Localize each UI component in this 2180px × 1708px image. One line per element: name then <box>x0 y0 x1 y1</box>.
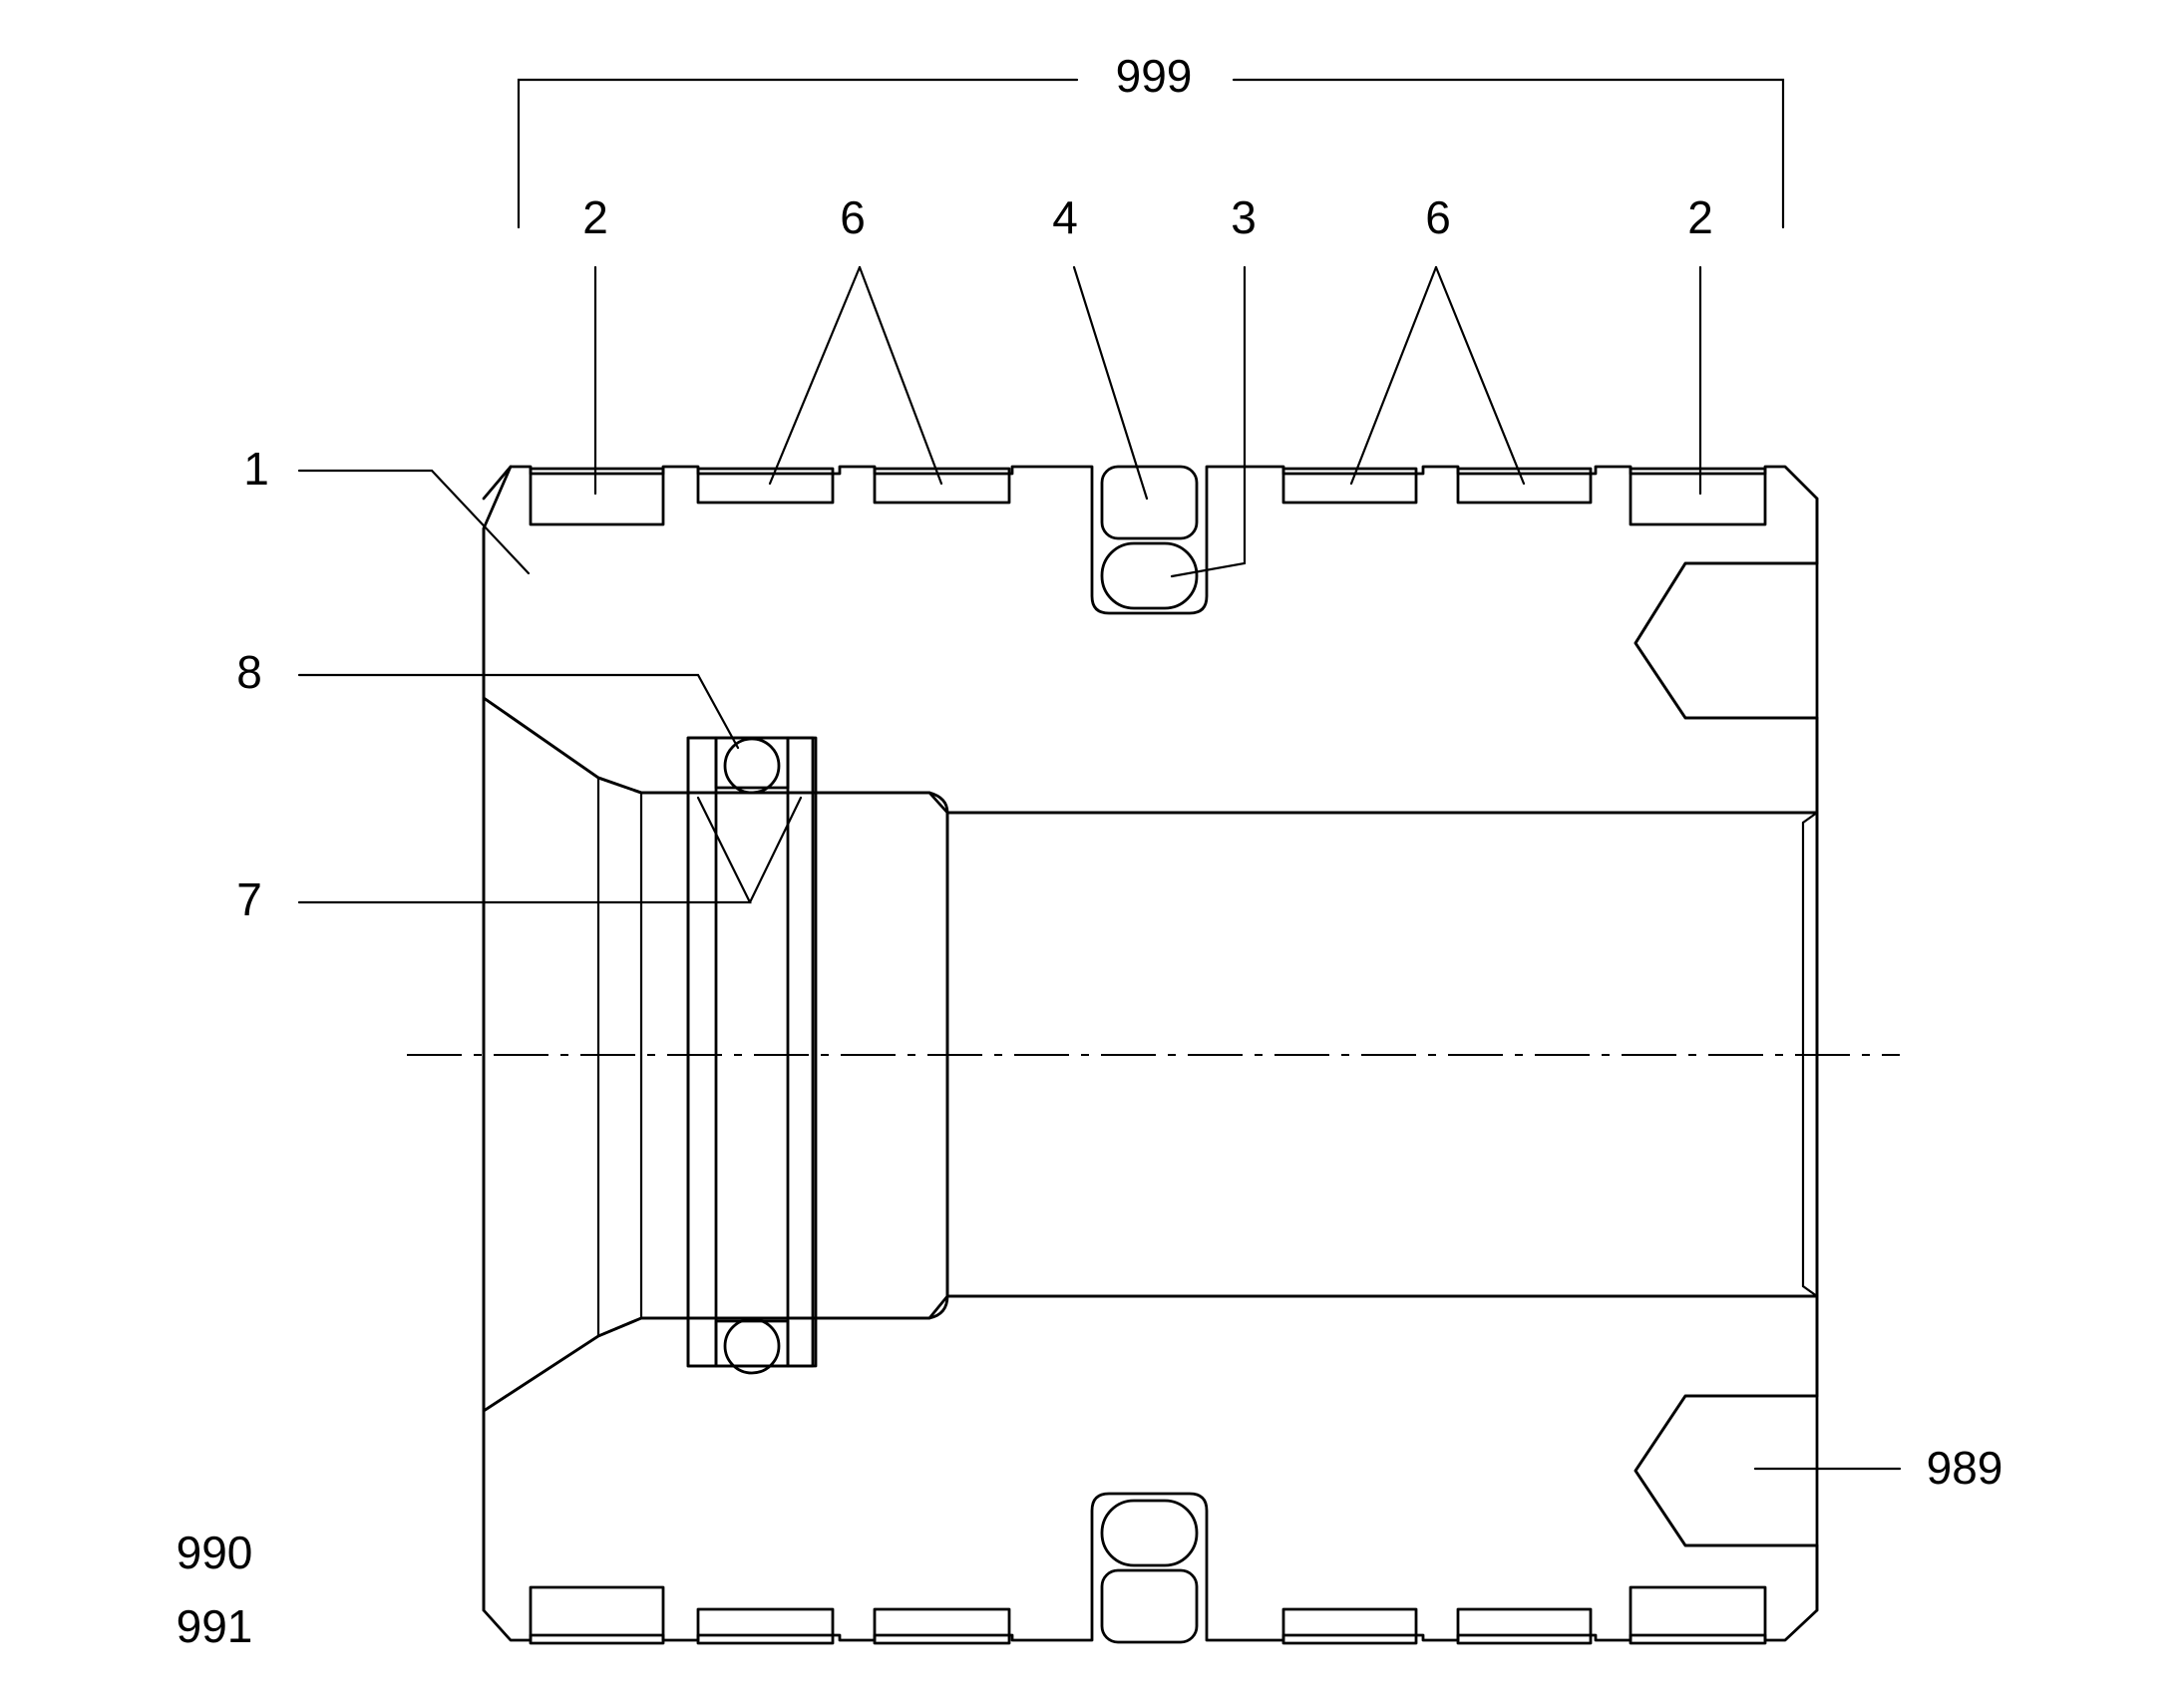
label-bearing-bands-left: 6 <box>840 191 866 243</box>
threaded-hole-top <box>1634 561 1819 720</box>
o-ring-bottom <box>1100 1499 1199 1567</box>
label-retainer: 7 <box>236 873 262 925</box>
ball-bottom <box>723 1317 781 1375</box>
label-o-ring: 3 <box>1231 191 1257 243</box>
outer-ring-right-top <box>1629 467 1767 526</box>
label-assembly: 999 <box>1116 50 1193 102</box>
seal-ring-bottom <box>1100 1568 1199 1644</box>
seal-ring-top <box>1100 465 1199 540</box>
leader-lines <box>297 265 1902 1471</box>
label-ref-b: 991 <box>177 1600 253 1652</box>
outer-ring-left-bottom <box>529 1585 665 1645</box>
threaded-hole-bottom <box>1634 1394 1819 1547</box>
label-ref-a: 990 <box>177 1527 253 1578</box>
outer-ring-left-top <box>529 467 665 526</box>
o-ring-top <box>1100 541 1199 610</box>
label-seal-ring: 4 <box>1052 191 1078 243</box>
ball-top <box>723 737 781 795</box>
bearing-bands <box>696 467 1593 1645</box>
label-housing: 1 <box>243 443 269 495</box>
label-outer-ring-left: 2 <box>582 191 608 243</box>
label-inner-ball: 8 <box>236 646 262 698</box>
label-bearing-bands-right: 6 <box>1425 191 1451 243</box>
assembly-bracket <box>517 78 1785 229</box>
label-threaded-hole: 989 <box>1927 1442 2003 1494</box>
retainer-assembly <box>686 736 818 1375</box>
outer-ring-right-bottom <box>1629 1585 1767 1645</box>
label-outer-ring-right: 2 <box>1687 191 1713 243</box>
housing-body <box>482 465 1819 1642</box>
